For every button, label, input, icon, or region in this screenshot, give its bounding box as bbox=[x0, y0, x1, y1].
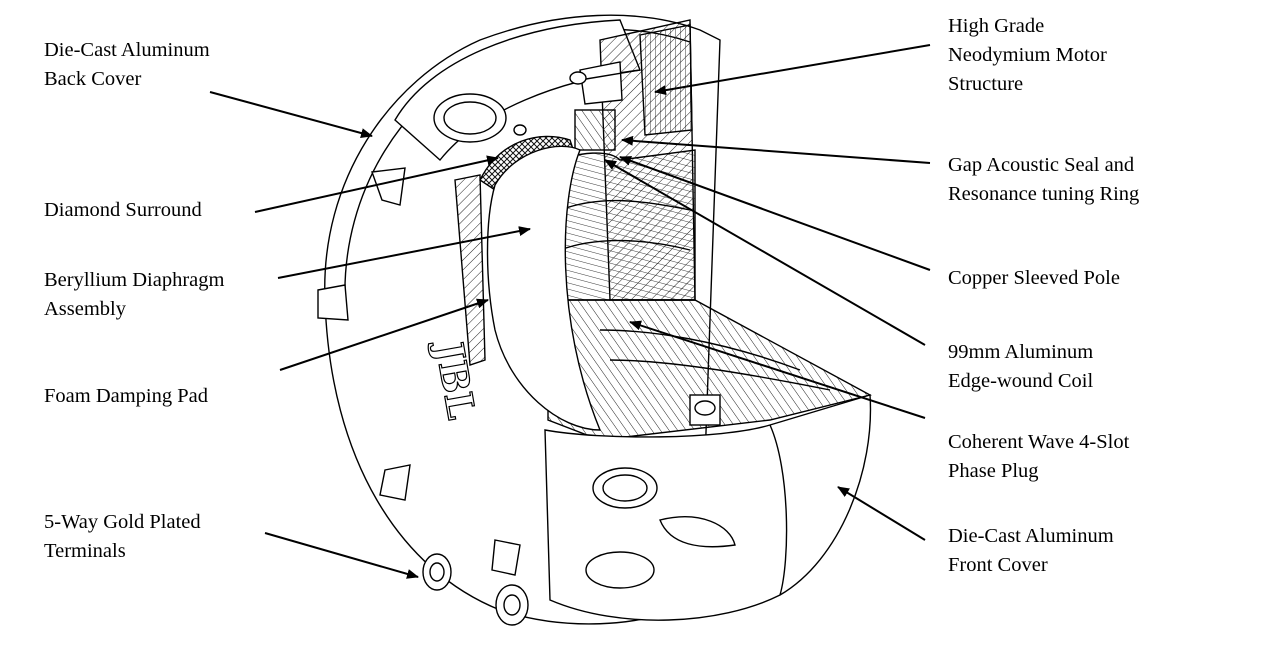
side-tab-left bbox=[317, 284, 349, 321]
arrow-motor bbox=[654, 44, 931, 96]
arrow-phase-plug bbox=[629, 320, 926, 419]
leader-arrows bbox=[209, 44, 931, 579]
label-coil: 99mm Aluminum Edge-wound Coil bbox=[948, 341, 1094, 392]
label-phase-plug: Coherent Wave 4-Slot Phase Plug bbox=[948, 431, 1130, 482]
arrow-diamond-surround bbox=[254, 155, 499, 213]
side-tab-top bbox=[371, 167, 406, 206]
arrow-front-cover bbox=[837, 486, 926, 541]
label-back-cover: Die-Cast Aluminum Back Cover bbox=[44, 39, 210, 90]
arrow-terminals bbox=[264, 532, 419, 579]
label-gap-seal: Gap Acoustic Seal and Resonance tuning R… bbox=[948, 154, 1140, 205]
driver-body: JBL bbox=[317, 14, 872, 626]
lower-cut-section bbox=[547, 299, 872, 441]
arrow-gap-seal bbox=[621, 135, 931, 164]
side-tab-bottom bbox=[379, 464, 411, 501]
arrow-back-cover bbox=[209, 91, 373, 138]
gold-plated-terminals bbox=[422, 553, 529, 626]
foam-damping-pad bbox=[454, 174, 486, 366]
label-foam-pad: Foam Damping Pad bbox=[44, 385, 208, 407]
beryllium-diaphragm bbox=[486, 145, 602, 431]
arrow-pole bbox=[619, 156, 931, 271]
label-pole: Copper Sleeved Pole bbox=[948, 267, 1120, 289]
arrow-coil bbox=[604, 159, 926, 346]
arrow-foam-pad bbox=[279, 298, 489, 371]
label-beryllium-diaphragm: Beryllium Diaphragm Assembly bbox=[44, 269, 225, 320]
label-front-cover: Die-Cast Aluminum Front Cover bbox=[948, 525, 1114, 576]
label-terminals: 5-Way Gold Plated Terminals bbox=[44, 511, 201, 562]
label-motor: High Grade Neodymium Motor Structure bbox=[948, 15, 1107, 95]
arrow-beryllium bbox=[277, 226, 531, 279]
front-cover-vent-2 bbox=[585, 551, 655, 589]
label-diamond-surround: Diamond Surround bbox=[44, 199, 202, 221]
